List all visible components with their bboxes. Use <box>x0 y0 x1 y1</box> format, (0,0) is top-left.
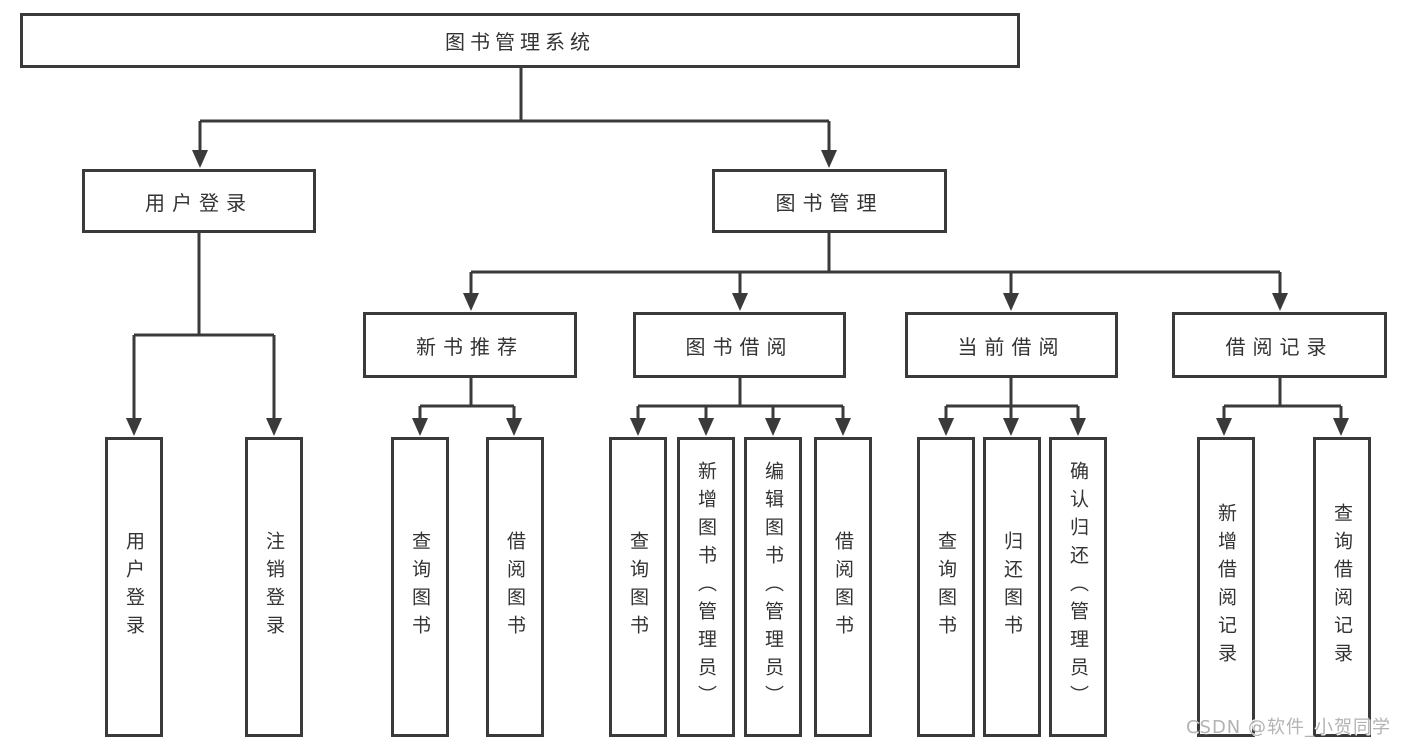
node-library-system: 图书管理系统 <box>20 13 1020 68</box>
node-current-borrowing: 当前借阅 <box>905 312 1118 378</box>
watermark: CSDN @软件_小贺同学 <box>1185 717 1391 738</box>
connector-bookmgmt-to-level3 <box>469 233 1282 295</box>
connector-newbook-to-leaves <box>418 378 516 420</box>
connector-userlogin-to-leaves <box>132 233 276 420</box>
arrowheads <box>126 150 1349 436</box>
leaf-borrow-books-2: 借阅图书 <box>814 437 872 737</box>
leaf-logout: 注销登录 <box>245 437 303 737</box>
leaf-edit-book-admin: 编辑图书（管理员） <box>744 437 802 737</box>
leaf-query-books-3: 查询图书 <box>917 437 975 737</box>
node-book-management: 图书管理 <box>712 169 947 233</box>
node-new-book-recommend: 新书推荐 <box>363 312 577 378</box>
connector-root-to-level2 <box>198 68 831 152</box>
leaf-add-book-admin: 新增图书（管理员） <box>677 437 735 737</box>
connector-records-to-leaves <box>1222 378 1343 420</box>
leaf-query-books-2: 查询图书 <box>609 437 667 737</box>
node-book-borrowing: 图书借阅 <box>633 312 846 378</box>
leaf-query-borrow-record: 查询借阅记录 <box>1313 437 1371 737</box>
connector-currentborrow-to-leaves <box>944 378 1080 420</box>
leaf-return-book: 归还图书 <box>983 437 1041 737</box>
leaf-add-borrow-record: 新增借阅记录 <box>1197 437 1255 737</box>
leaf-borrow-books-1: 借阅图书 <box>486 437 544 737</box>
connector-bookborrow-to-leaves <box>636 378 845 420</box>
node-user-login: 用户登录 <box>82 169 316 233</box>
leaf-confirm-return-admin: 确认归还（管理员） <box>1049 437 1107 737</box>
leaf-user-login: 用户登录 <box>105 437 163 737</box>
leaf-query-books-1: 查询图书 <box>391 437 449 737</box>
node-borrowing-records: 借阅记录 <box>1172 312 1387 378</box>
